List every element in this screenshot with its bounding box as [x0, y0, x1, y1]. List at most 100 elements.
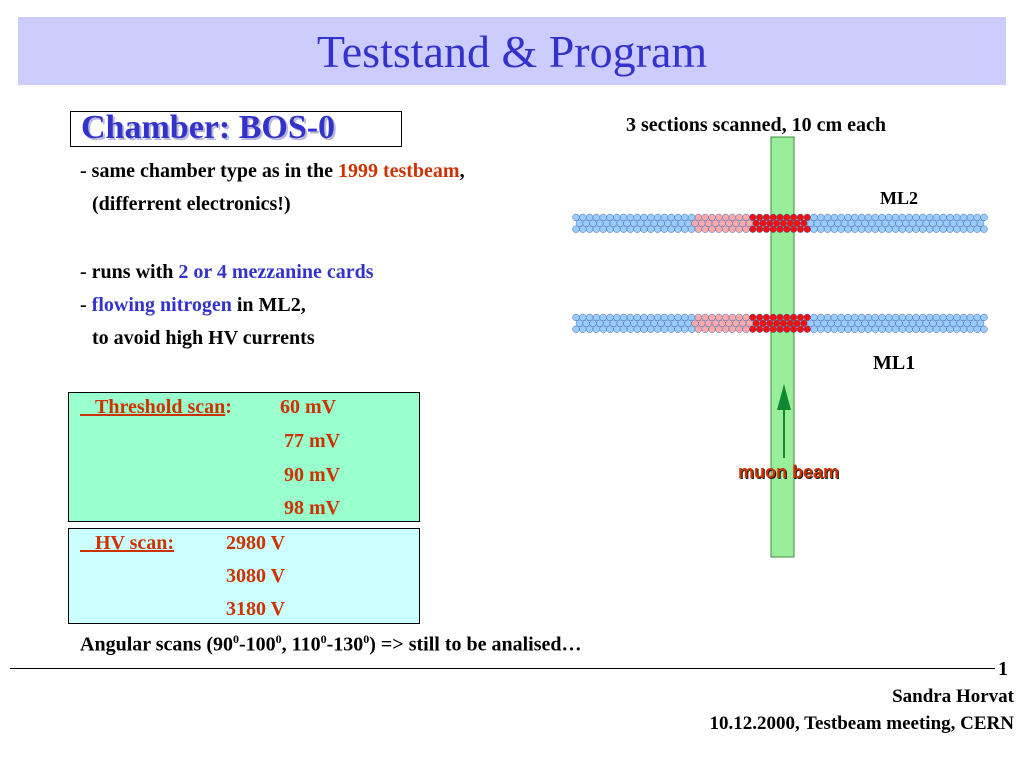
drift-tube	[919, 325, 927, 333]
hv-value: 3180 V	[226, 598, 286, 620]
drift-tube	[891, 313, 900, 322]
drift-tube	[749, 213, 757, 222]
drift-tube	[810, 313, 818, 322]
drift-tube	[786, 219, 794, 227]
drift-tube	[677, 319, 686, 327]
drift-tube	[800, 319, 808, 327]
drift-tube	[653, 213, 662, 222]
drift-tube	[687, 225, 696, 233]
drift-tube	[755, 225, 764, 233]
drift-tube	[844, 225, 852, 233]
drift-tube	[810, 225, 818, 233]
drift-tube	[613, 213, 621, 222]
drift-tube	[789, 325, 798, 333]
drift-tube	[708, 313, 716, 322]
drift-tube	[698, 319, 706, 327]
drift-tube	[708, 213, 716, 222]
drift-tube	[585, 313, 594, 322]
drift-tube	[878, 313, 886, 322]
drift-tube	[755, 313, 764, 322]
drift-tube	[677, 219, 686, 227]
drift-tube	[660, 213, 669, 222]
drift-tube	[925, 313, 934, 322]
drift-tube	[905, 325, 913, 333]
hv-value: 3080 V	[226, 565, 286, 587]
drift-tube	[623, 319, 631, 327]
drift-tube	[902, 219, 910, 227]
drift-tube	[728, 325, 737, 333]
drift-tube	[721, 325, 730, 333]
drift-tube	[704, 319, 713, 327]
drift-tube	[847, 219, 856, 227]
drift-tube	[789, 225, 798, 233]
drift-tube	[823, 325, 832, 333]
drift-tube	[857, 325, 866, 333]
drift-tube	[609, 219, 618, 227]
drift-tube	[766, 219, 774, 227]
drift-tube	[735, 313, 743, 322]
drift-tube	[966, 325, 975, 333]
drift-tube	[939, 213, 947, 222]
drift-tube	[755, 213, 764, 222]
drift-tube	[667, 213, 675, 222]
drift-tube	[810, 213, 818, 222]
ml2-tube-layers	[572, 213, 988, 233]
drift-tube	[715, 213, 723, 222]
drift-tube	[803, 325, 811, 333]
drift-tube	[874, 319, 883, 327]
bullet-hv-currents: to avoid high HV currents	[92, 327, 315, 349]
drift-tube	[908, 319, 917, 327]
drift-tube	[980, 313, 988, 322]
drift-tube	[650, 319, 658, 327]
threshold-value: 98 mV	[284, 497, 341, 519]
drift-tube	[687, 213, 696, 222]
drift-tube	[687, 313, 696, 322]
drift-tube	[776, 225, 784, 233]
drift-tube	[837, 225, 845, 233]
page-number: 1	[998, 658, 1008, 680]
drift-tube	[980, 225, 988, 233]
drift-tube	[857, 313, 866, 322]
drift-tube	[925, 213, 934, 222]
drift-tube	[732, 219, 740, 227]
drift-tube	[830, 313, 839, 322]
drift-tube	[783, 213, 791, 222]
drift-tube	[742, 225, 750, 233]
drift-tube	[728, 313, 737, 322]
drift-tube	[864, 225, 873, 233]
drift-tube	[817, 225, 825, 233]
bullet-text: - same chamber type as in the	[80, 160, 338, 182]
threshold-colon: :	[225, 396, 232, 418]
drift-tube	[647, 313, 655, 322]
hv-scan-box	[68, 528, 420, 624]
drift-tube	[579, 313, 587, 322]
drift-tube	[939, 225, 947, 233]
drift-tube	[616, 319, 624, 327]
drift-tube	[698, 219, 706, 227]
drift-tube	[681, 213, 689, 222]
drift-tube	[919, 313, 927, 322]
drift-tube	[575, 319, 584, 327]
drift-tube	[609, 319, 618, 327]
drift-tube	[864, 325, 873, 333]
drift-tube	[830, 225, 839, 233]
angular-scans-line: Angular scans (900-1000, 1100-1300) => s…	[80, 632, 582, 656]
drift-tube	[582, 319, 590, 327]
drift-tube	[963, 319, 971, 327]
drift-tube	[783, 225, 791, 233]
drift-tube	[606, 213, 614, 222]
drift-tube	[823, 213, 832, 222]
drift-tube	[827, 319, 835, 327]
drift-tube	[643, 219, 652, 227]
drift-tube	[670, 219, 679, 227]
threshold-value: 77 mV	[284, 430, 341, 452]
drift-tube	[691, 319, 699, 327]
drift-tube	[660, 313, 669, 322]
drift-tube	[749, 313, 757, 322]
drift-tube	[976, 319, 985, 327]
drift-tube	[956, 219, 964, 227]
drift-tube	[905, 213, 913, 222]
threshold-scan-box	[68, 392, 420, 522]
drift-tube	[783, 325, 791, 333]
drift-tube	[759, 219, 767, 227]
